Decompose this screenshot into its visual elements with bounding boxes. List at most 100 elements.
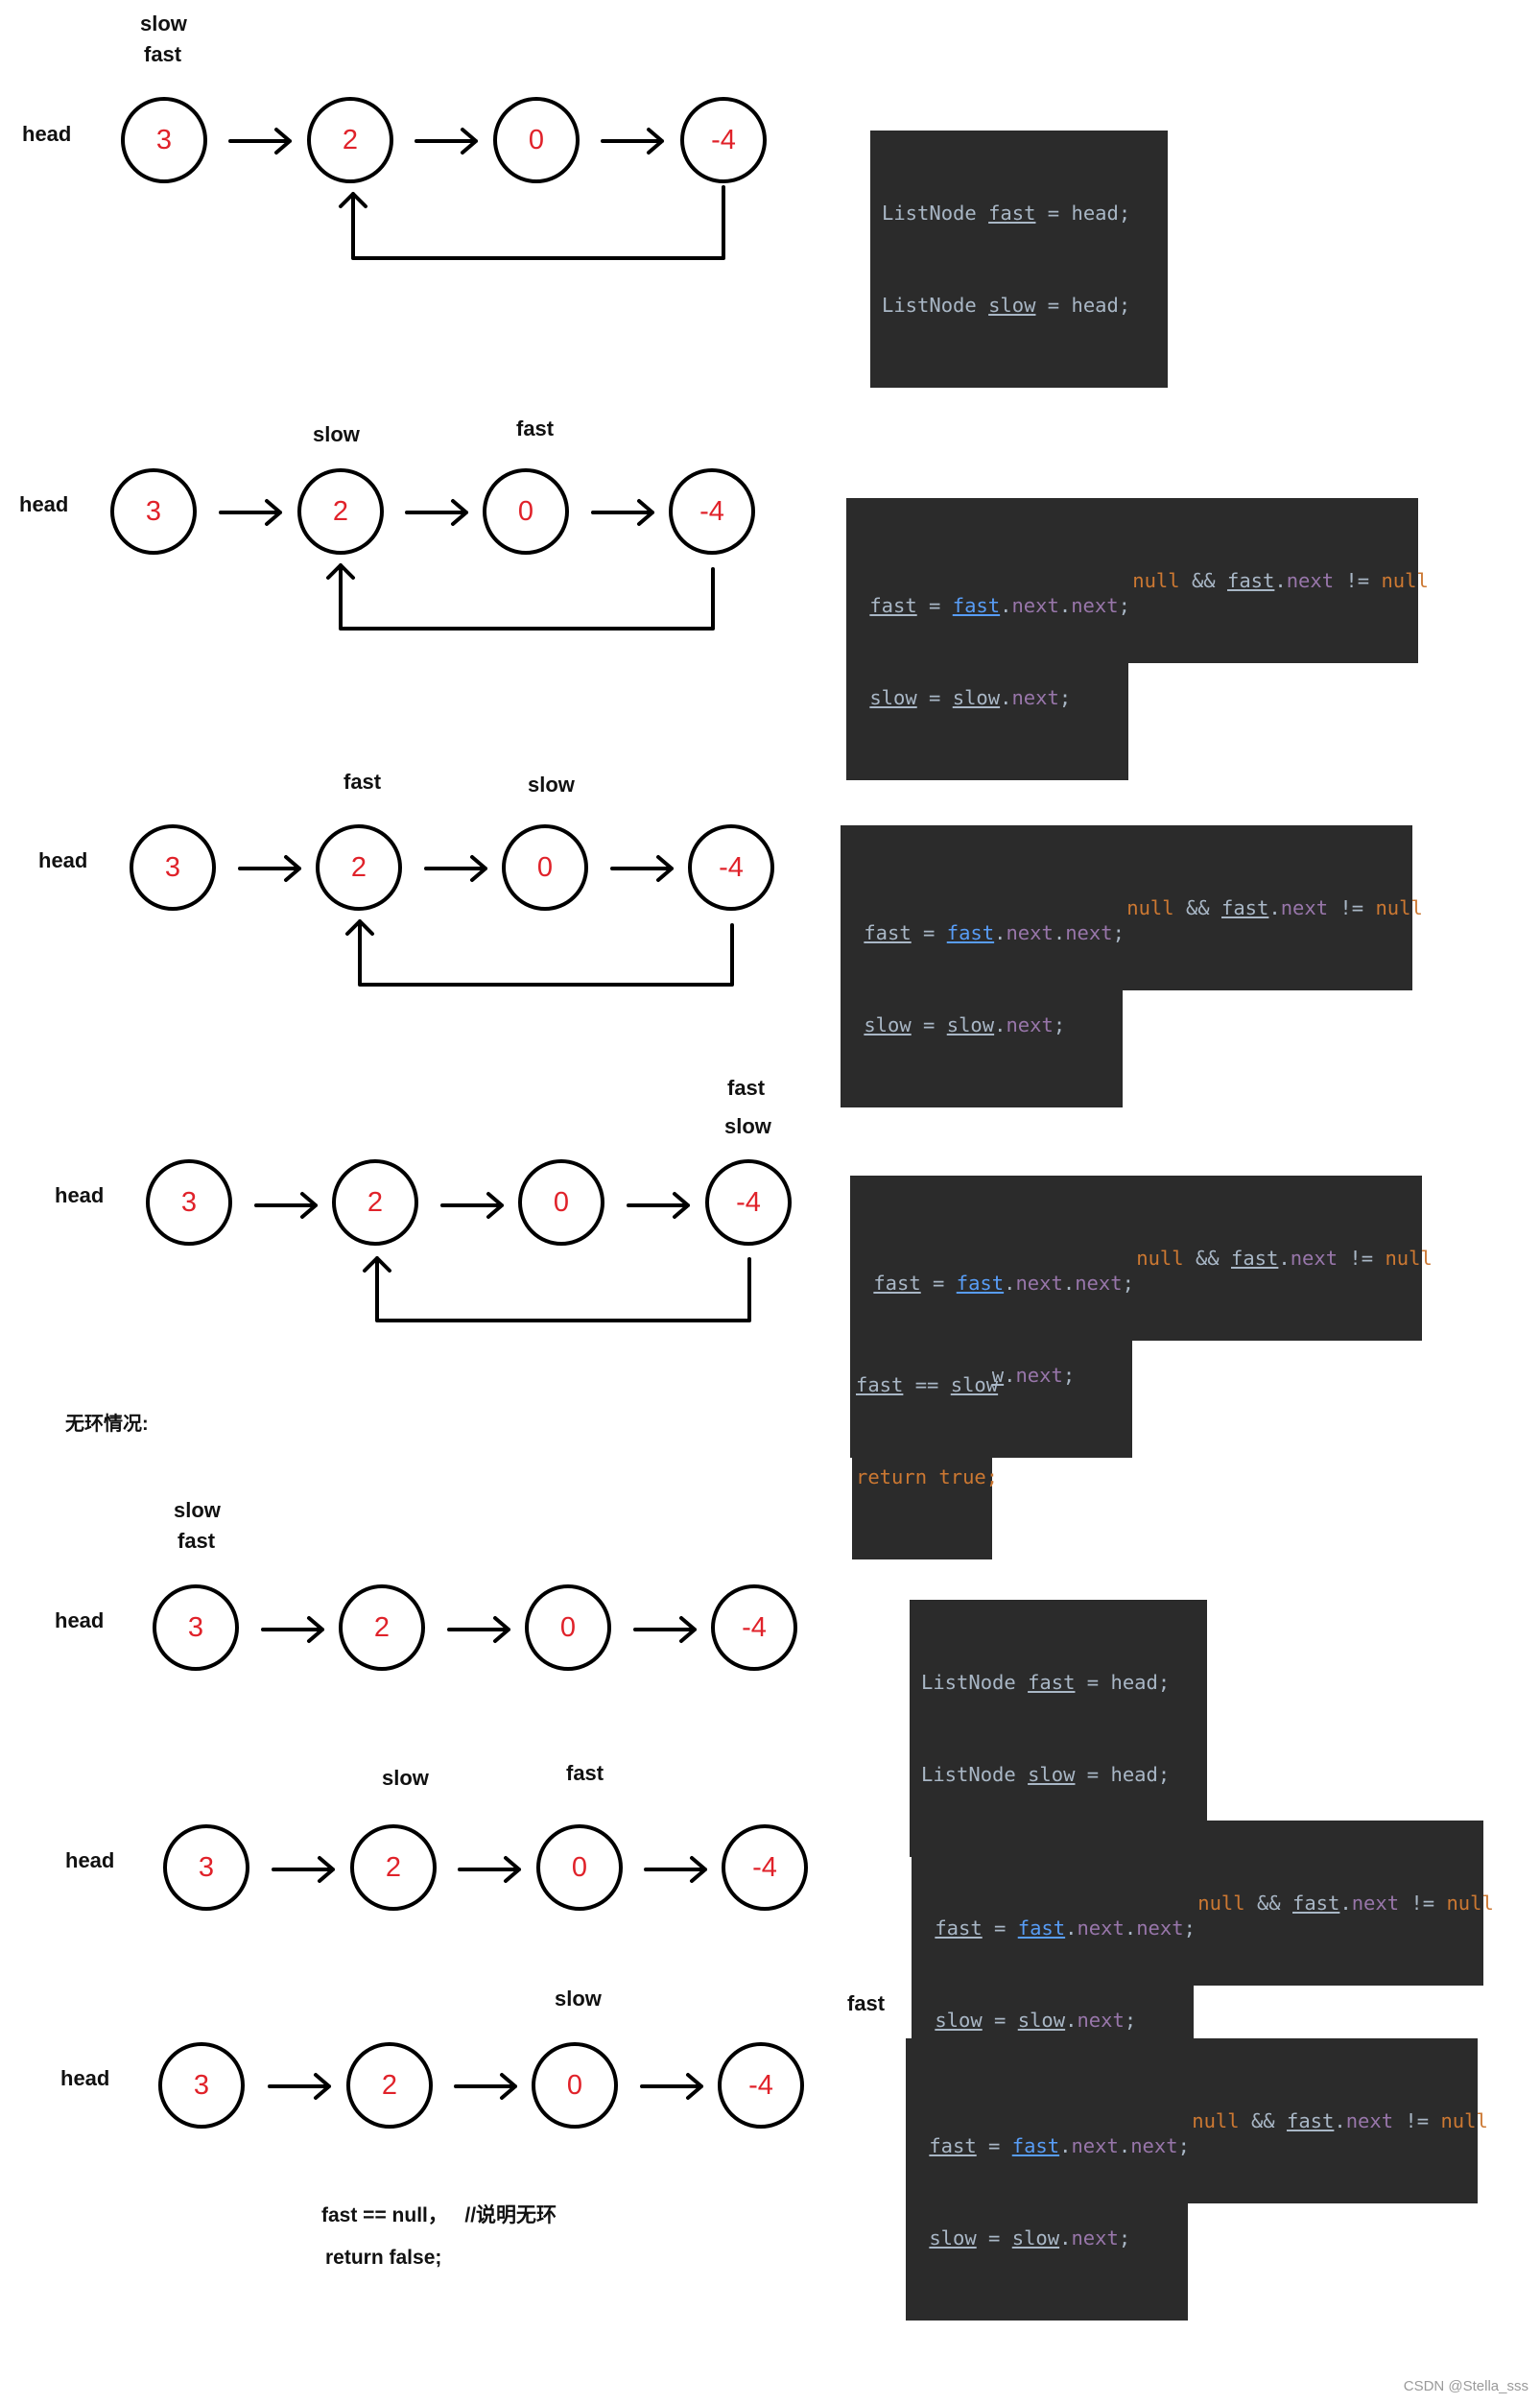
- code-line: slow = slow.next;: [929, 2226, 1131, 2249]
- slow-pointer-label: slow: [174, 1498, 221, 1522]
- next-arrow: [238, 855, 301, 882]
- list-node: 0: [532, 2042, 618, 2129]
- slow-pointer-label: slow: [382, 1766, 429, 1790]
- list-node: 2: [350, 1824, 437, 1911]
- code-block-step: fast = fast.next.next; slow = slow.next;: [841, 856, 1125, 1107]
- cycle-back-arrow: [339, 185, 725, 260]
- code-line: slow = slow.next;: [869, 686, 1072, 709]
- list-node: 3: [163, 1824, 249, 1911]
- list-node: 0: [518, 1159, 604, 1246]
- fast-pointer-label: fast: [727, 1076, 766, 1100]
- slow-pointer-label: slow: [140, 12, 187, 36]
- next-arrow: [601, 128, 664, 155]
- conclusion-line-1: fast == null， //说明无环: [321, 2204, 557, 2226]
- head-label: head: [22, 122, 72, 146]
- list-node: 3: [110, 468, 197, 555]
- next-arrow: [405, 499, 468, 526]
- head-label: head: [38, 848, 88, 872]
- code-line: slow = slow.next;: [935, 2009, 1137, 2032]
- list-node: 2: [332, 1159, 418, 1246]
- conclusion-line-2: return false;: [325, 2247, 442, 2269]
- arrows: [228, 128, 725, 260]
- list-node: 0: [483, 468, 569, 555]
- list-node: -4: [718, 2042, 804, 2129]
- slow-pointer-label: slow: [528, 773, 575, 797]
- list-node: -4: [722, 1824, 808, 1911]
- arrows: [272, 1856, 707, 1883]
- next-arrow: [447, 1616, 510, 1643]
- code-block-return-true: fast == slow return true;: [852, 1302, 999, 1559]
- next-arrow: [454, 2073, 517, 2100]
- list-node: 0: [493, 97, 580, 183]
- head-label: head: [60, 2066, 110, 2090]
- list-node: 3: [130, 824, 216, 911]
- next-arrow: [640, 2073, 703, 2100]
- code-line: ListNode slow = head;: [882, 294, 1131, 317]
- code-line: fast = fast.next.next;: [929, 2134, 1190, 2157]
- slow-pointer-label: slow: [313, 422, 360, 446]
- fast-pointer-label: fast: [178, 1529, 216, 1553]
- list-node: 2: [297, 468, 384, 555]
- next-arrow: [591, 499, 654, 526]
- cycle-back-arrow: [326, 563, 715, 631]
- list-node: -4: [669, 468, 755, 555]
- code-line: fast = fast.next.next;: [935, 1916, 1196, 1940]
- code-block-init: ListNode fast = head; ListNode slow = he…: [870, 131, 1168, 388]
- list-node: 0: [502, 824, 588, 911]
- list-node: -4: [688, 824, 774, 911]
- code-line: return true;: [856, 1465, 999, 1488]
- list-node: 3: [153, 1584, 239, 1671]
- next-arrow: [228, 128, 292, 155]
- next-arrow: [458, 1856, 521, 1883]
- list-node: 0: [525, 1584, 611, 1671]
- cycle-back-arrow: [345, 919, 734, 987]
- code-line: ListNode fast = head;: [882, 202, 1131, 225]
- next-arrow: [219, 499, 282, 526]
- code-line: fast = fast.next.next;: [864, 921, 1125, 944]
- list-node: -4: [705, 1159, 792, 1246]
- next-arrow: [254, 1192, 318, 1219]
- head-label: head: [55, 1608, 105, 1632]
- next-arrow: [261, 1616, 324, 1643]
- head-label: head: [19, 492, 69, 516]
- head-label: head: [55, 1183, 105, 1207]
- code-line: slow = slow.next;: [864, 1013, 1066, 1036]
- code-block-init: ListNode fast = head; ListNode slow = he…: [910, 1600, 1207, 1857]
- next-arrow: [424, 855, 487, 882]
- code-line: fast == slow: [856, 1373, 999, 1396]
- fast-pointer-label: fast: [847, 1991, 886, 2015]
- code-line: ListNode fast = head;: [921, 1671, 1171, 1694]
- cycle-back-arrow: [363, 1256, 751, 1322]
- next-arrow: [644, 1856, 707, 1883]
- list-node: 3: [146, 1159, 232, 1246]
- head-label: head: [65, 1848, 115, 1872]
- fast-pointer-label: fast: [516, 417, 555, 440]
- slow-pointer-label: slow: [724, 1114, 771, 1138]
- code-line: ListNode slow = head;: [921, 1763, 1171, 1786]
- next-arrow: [633, 1616, 697, 1643]
- next-arrow: [440, 1192, 504, 1219]
- next-arrow: [272, 1856, 335, 1883]
- next-arrow: [415, 128, 478, 155]
- next-arrow: [610, 855, 674, 882]
- fast-pointer-label: fast: [344, 770, 382, 794]
- code-block-step: fast = fast.next.next; slow = slow.next;: [846, 529, 1130, 780]
- watermark: CSDN @Stella_sss: [1403, 2378, 1528, 2394]
- list-node: 2: [346, 2042, 433, 2129]
- fast-pointer-label: fast: [144, 42, 182, 66]
- code-line: fast = fast.next.next;: [869, 594, 1130, 617]
- list-node: 2: [307, 97, 393, 183]
- next-arrow: [268, 2073, 331, 2100]
- list-node: 0: [536, 1824, 623, 1911]
- next-arrow: [627, 1192, 690, 1219]
- code-block-step: fast = fast.next.next; slow = slow.next;: [906, 2069, 1190, 2321]
- list-node: -4: [711, 1584, 797, 1671]
- code-line: fast = fast.next.next;: [873, 1272, 1134, 1295]
- section-title-no-cycle: 无环情况:: [65, 1414, 149, 1435]
- list-node: 2: [339, 1584, 425, 1671]
- list-node: 2: [316, 824, 402, 911]
- fast-pointer-label: fast: [566, 1761, 604, 1785]
- slow-pointer-label: slow: [555, 1987, 602, 2011]
- list-node: 3: [158, 2042, 245, 2129]
- list-node: 3: [121, 97, 207, 183]
